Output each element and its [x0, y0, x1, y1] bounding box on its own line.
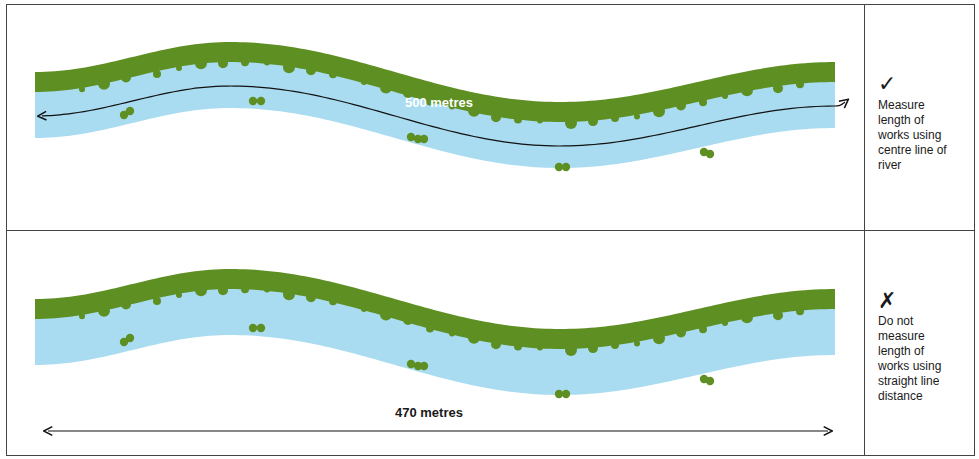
- shrub: [420, 362, 428, 370]
- river: [35, 42, 835, 171]
- straight-line-arrow: [48, 430, 828, 431]
- foliage: [773, 310, 783, 320]
- foliage: [537, 344, 543, 350]
- shrub: [257, 324, 265, 332]
- foliage: [306, 65, 316, 75]
- foliage: [176, 65, 182, 71]
- cross-mark: ✗: [878, 290, 896, 312]
- foliage: [634, 341, 640, 347]
- foliage: [653, 105, 665, 117]
- foliage: [514, 343, 522, 351]
- foliage: [796, 80, 804, 88]
- foliage: [741, 311, 753, 323]
- foliage: [218, 285, 228, 295]
- foliage: [426, 324, 434, 332]
- foliage: [329, 297, 337, 305]
- foliage: [306, 292, 316, 302]
- centre-line-arrow: [42, 86, 845, 146]
- shrub: [249, 324, 257, 332]
- foliage: [195, 57, 207, 69]
- shrub: [249, 97, 257, 105]
- foliage: [634, 114, 640, 120]
- foliage: [676, 327, 686, 337]
- foliage: [283, 61, 295, 73]
- foliage: [403, 315, 413, 325]
- foliage: [588, 116, 598, 126]
- distance-label: 470 metres: [395, 405, 463, 420]
- shrub: [706, 377, 714, 385]
- table-border: [7, 5, 975, 456]
- foliage: [79, 313, 85, 319]
- foliage: [565, 117, 577, 129]
- foliage: [796, 307, 804, 315]
- foliage: [588, 343, 598, 353]
- shrub: [257, 97, 265, 105]
- foliage: [121, 73, 131, 83]
- shrub: [562, 390, 570, 398]
- foliage: [121, 300, 131, 310]
- foliage: [79, 86, 85, 92]
- foliage: [283, 288, 295, 300]
- shrub: [126, 334, 134, 342]
- foliage: [653, 332, 665, 344]
- foliage: [153, 297, 161, 305]
- foliage: [611, 341, 619, 349]
- distance-label: 500 metres: [405, 95, 473, 110]
- foliage: [218, 58, 228, 68]
- foliage: [195, 284, 207, 296]
- river-water: [35, 60, 835, 168]
- shrub: [420, 135, 428, 143]
- instruction-note: Measure length of works using centre lin…: [878, 98, 958, 173]
- foliage: [676, 100, 686, 110]
- foliage: [699, 98, 707, 106]
- foliage: [565, 344, 577, 356]
- river: [35, 269, 835, 398]
- foliage: [699, 325, 707, 333]
- foliage: [514, 116, 522, 124]
- foliage: [773, 83, 783, 93]
- foliage: [449, 331, 455, 337]
- river-bank: [35, 269, 835, 349]
- foliage: [380, 308, 392, 320]
- foliage: [380, 81, 392, 93]
- shrub: [126, 107, 134, 115]
- foliage: [153, 70, 161, 78]
- foliage: [491, 339, 501, 349]
- foliage: [722, 93, 728, 99]
- foliage: [741, 84, 753, 96]
- foliage: [491, 112, 501, 122]
- foliage: [361, 306, 367, 312]
- instruction-note: Do not measure length of works using str…: [878, 314, 958, 404]
- foliage: [468, 332, 480, 344]
- shrub: [706, 150, 714, 158]
- row-divider: [7, 230, 975, 231]
- foliage: [98, 78, 110, 90]
- foliage: [98, 305, 110, 317]
- foliage: [361, 79, 367, 85]
- foliage: [264, 60, 270, 66]
- table-frame: [7, 5, 975, 456]
- foliage: [329, 70, 337, 78]
- river-bank: [35, 42, 835, 122]
- foliage: [722, 320, 728, 326]
- column-divider: [864, 5, 865, 456]
- foliage: [241, 58, 249, 66]
- foliage: [241, 285, 249, 293]
- shrub: [562, 163, 570, 171]
- river-water: [35, 287, 835, 395]
- tick-mark: ✓: [878, 73, 896, 95]
- foliage: [176, 292, 182, 298]
- foliage: [611, 114, 619, 122]
- foliage: [264, 287, 270, 293]
- foliage: [537, 117, 543, 123]
